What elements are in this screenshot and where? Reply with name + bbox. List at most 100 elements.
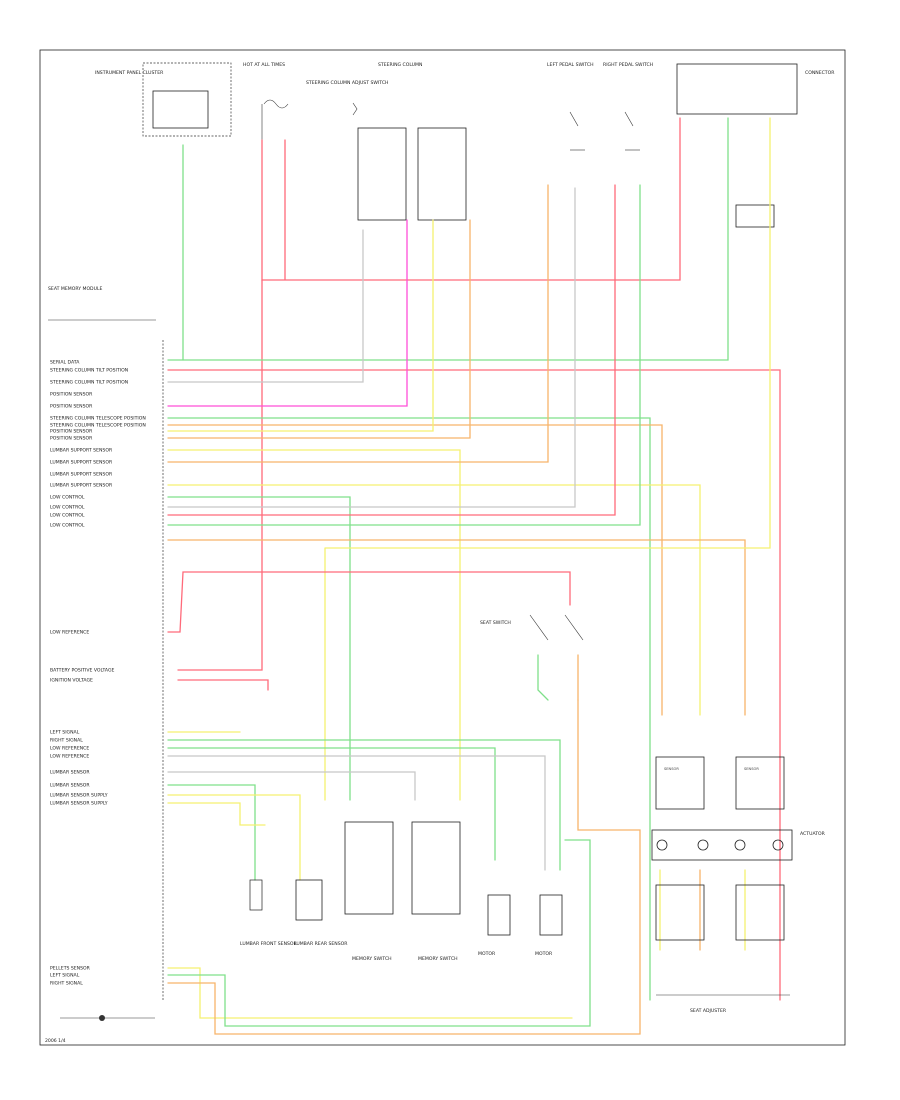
wire-lowref-red — [167, 571, 571, 633]
pin-label: PELLETS SENSOR — [50, 966, 91, 972]
sensor-right-label: SENSOR — [744, 767, 759, 771]
steering-column: STEERING COLUMN — [357, 62, 467, 221]
lumbar-rear-label: LUMBAR REAR SENSOR — [294, 941, 348, 947]
seat-switch-label: SEAT SWITCH — [480, 620, 511, 626]
wire-lowref-gray — [167, 755, 546, 871]
wire-pin6-green — [167, 417, 651, 1001]
pin-label: STEERING COLUMN TILT POSITION — [50, 368, 128, 374]
pin-label: STEERING COLUMN TILT POSITION — [50, 380, 128, 386]
motor-left: MOTOR — [478, 894, 511, 957]
sensor-left-label: SENSOR — [664, 767, 679, 771]
pin-label: RIGHT SIGNAL — [50, 981, 83, 987]
actuator-block: ACTUATOR — [651, 829, 826, 861]
pin-label: RIGHT SIGNAL — [50, 738, 83, 744]
pin-label: LUMBAR SENSOR — [50, 783, 90, 789]
pin-label: LUMBAR SENSOR SUPPLY — [50, 793, 108, 799]
wire-pin16-green — [167, 184, 641, 526]
pin-label: POSITION SENSOR — [50, 404, 93, 410]
cluster-label: INSTRUMENT PANEL CLUSTER — [95, 70, 164, 76]
pin-label: LEFT SIGNAL — [50, 730, 80, 736]
module-label: SEAT MEMORY MODULE — [48, 286, 103, 292]
wire-pin9-orange — [167, 219, 471, 439]
pin-label: POSITION SENSOR — [50, 392, 93, 398]
pin-label: LOW CONTROL — [50, 523, 85, 529]
pin-label: LOW REFERENCE — [50, 630, 89, 636]
wire-pin17-orange — [167, 539, 746, 716]
right-pedal-label: RIGHT PEDAL SWITCH — [603, 62, 653, 68]
fuse-block: HOT AT ALL TIMES — [243, 62, 289, 140]
wire-right-signal-green — [167, 739, 561, 871]
top-right-connector: CONNECTOR — [676, 63, 835, 228]
pin-label: LOW CONTROL — [50, 513, 85, 519]
ground-symbol — [60, 1015, 155, 1021]
bottom-right-label: SEAT ADJUSTER — [690, 1008, 727, 1014]
wire-seat-switch-green — [537, 654, 549, 701]
pin-label: SERIAL DATA — [50, 360, 80, 366]
wire-pin12-yellow — [167, 484, 701, 716]
wire-lumbar-green — [167, 784, 256, 881]
right-pedal-switch: RIGHT PEDAL SWITCH — [603, 62, 653, 151]
actuator-label: ACTUATOR — [800, 831, 826, 837]
pin-label: LEFT SIGNAL — [50, 973, 80, 979]
wire-pin2-red — [167, 369, 781, 1001]
pin-label: STEERING COLUMN TELESCOPE POSITION — [50, 416, 146, 422]
motor-left-label: MOTOR — [478, 951, 496, 957]
wire-lowref-green — [167, 747, 496, 861]
left-pedal-label: LEFT PEDAL SWITCH — [547, 62, 594, 68]
adj-switch-label: STEERING COLUMN ADJUST SWITCH — [306, 80, 389, 86]
memory-switch-right: MEMORY SWITCH — [411, 821, 461, 962]
wire-battery-red — [177, 279, 263, 671]
wire-pin1-green — [167, 117, 729, 361]
pin-label: LOW CONTROL — [50, 495, 85, 501]
memory-sw-right-label: MEMORY SWITCH — [418, 956, 458, 962]
wire-pin10-yellow — [167, 449, 461, 801]
wire-battery-red2 — [177, 679, 269, 691]
motor-right-label: MOTOR — [535, 951, 553, 957]
pin-label: LUMBAR SENSOR — [50, 770, 90, 776]
steer-col-label: STEERING COLUMN — [378, 62, 422, 68]
instrument-cluster: INSTRUMENT PANEL CLUSTER — [95, 62, 232, 137]
wire-pin15-red — [167, 184, 616, 516]
seat-adjuster-bottom: SEAT ADJUSTER — [655, 884, 790, 1014]
wires — [167, 117, 781, 1035]
wire-lumbar-gray — [167, 771, 416, 801]
pin-label: LUMBAR SUPPORT SENSOR — [50, 448, 113, 454]
wire-bottom-green — [167, 839, 591, 1027]
pin-label: LOW CONTROL — [50, 505, 85, 511]
lumbar-front-label: LUMBAR FRONT SENSOR — [240, 941, 298, 947]
fuse-label: HOT AT ALL TIMES — [243, 62, 285, 68]
pin-label: LOW REFERENCE — [50, 746, 89, 752]
lumbar-rear-sensor: LUMBAR REAR SENSOR — [294, 879, 348, 947]
wire-pin7-orange — [167, 424, 663, 716]
wire-pin13-green — [167, 496, 351, 801]
ground-conn-label: CONNECTOR — [805, 70, 835, 76]
memory-switch-left: MEMORY SWITCH — [344, 821, 394, 962]
wire-bottom-yellow — [167, 967, 573, 1019]
seat-switch: SEAT SWITCH — [480, 614, 584, 641]
wire-supply-yellow2 — [167, 802, 266, 826]
wire-pin14-gray — [167, 187, 576, 508]
wire-fuse-red — [261, 117, 681, 281]
pin-label: STEERING COLUMN TELESCOPE POSITION — [50, 423, 146, 429]
wire-pin3-gray — [167, 229, 364, 383]
pin-label: IGNITION VOLTAGE — [50, 678, 93, 684]
pin-label: POSITION SENSOR — [50, 436, 93, 442]
steering-column-adjust-switch: STEERING COLUMN ADJUST SWITCH — [306, 80, 389, 116]
wire-supply-yellow — [167, 794, 301, 881]
pin-label: LOW REFERENCE — [50, 754, 89, 760]
pin-label: LUMBAR SUPPORT SENSOR — [50, 472, 113, 478]
wire-pin5-pink — [167, 219, 408, 407]
seat-memory-module: SEAT MEMORY MODULE — [48, 286, 164, 1000]
wire-yellow-long — [324, 117, 771, 801]
pin-label: BATTERY POSITIVE VOLTAGE — [50, 668, 115, 674]
wire-pin11-orange — [167, 184, 549, 463]
pin-label: LUMBAR SUPPORT SENSOR — [50, 460, 113, 466]
wire-bottom-orange — [167, 699, 641, 1035]
memory-sw-left-label: MEMORY SWITCH — [352, 956, 392, 962]
pin-labels: SERIAL DATA STEERING COLUMN TILT POSITION… — [50, 360, 146, 987]
left-pedal-switch: LEFT PEDAL SWITCH — [547, 62, 594, 151]
sensor-left: SENSOR — [655, 756, 705, 810]
footer-ref: 2006 1/4 — [45, 1038, 66, 1044]
